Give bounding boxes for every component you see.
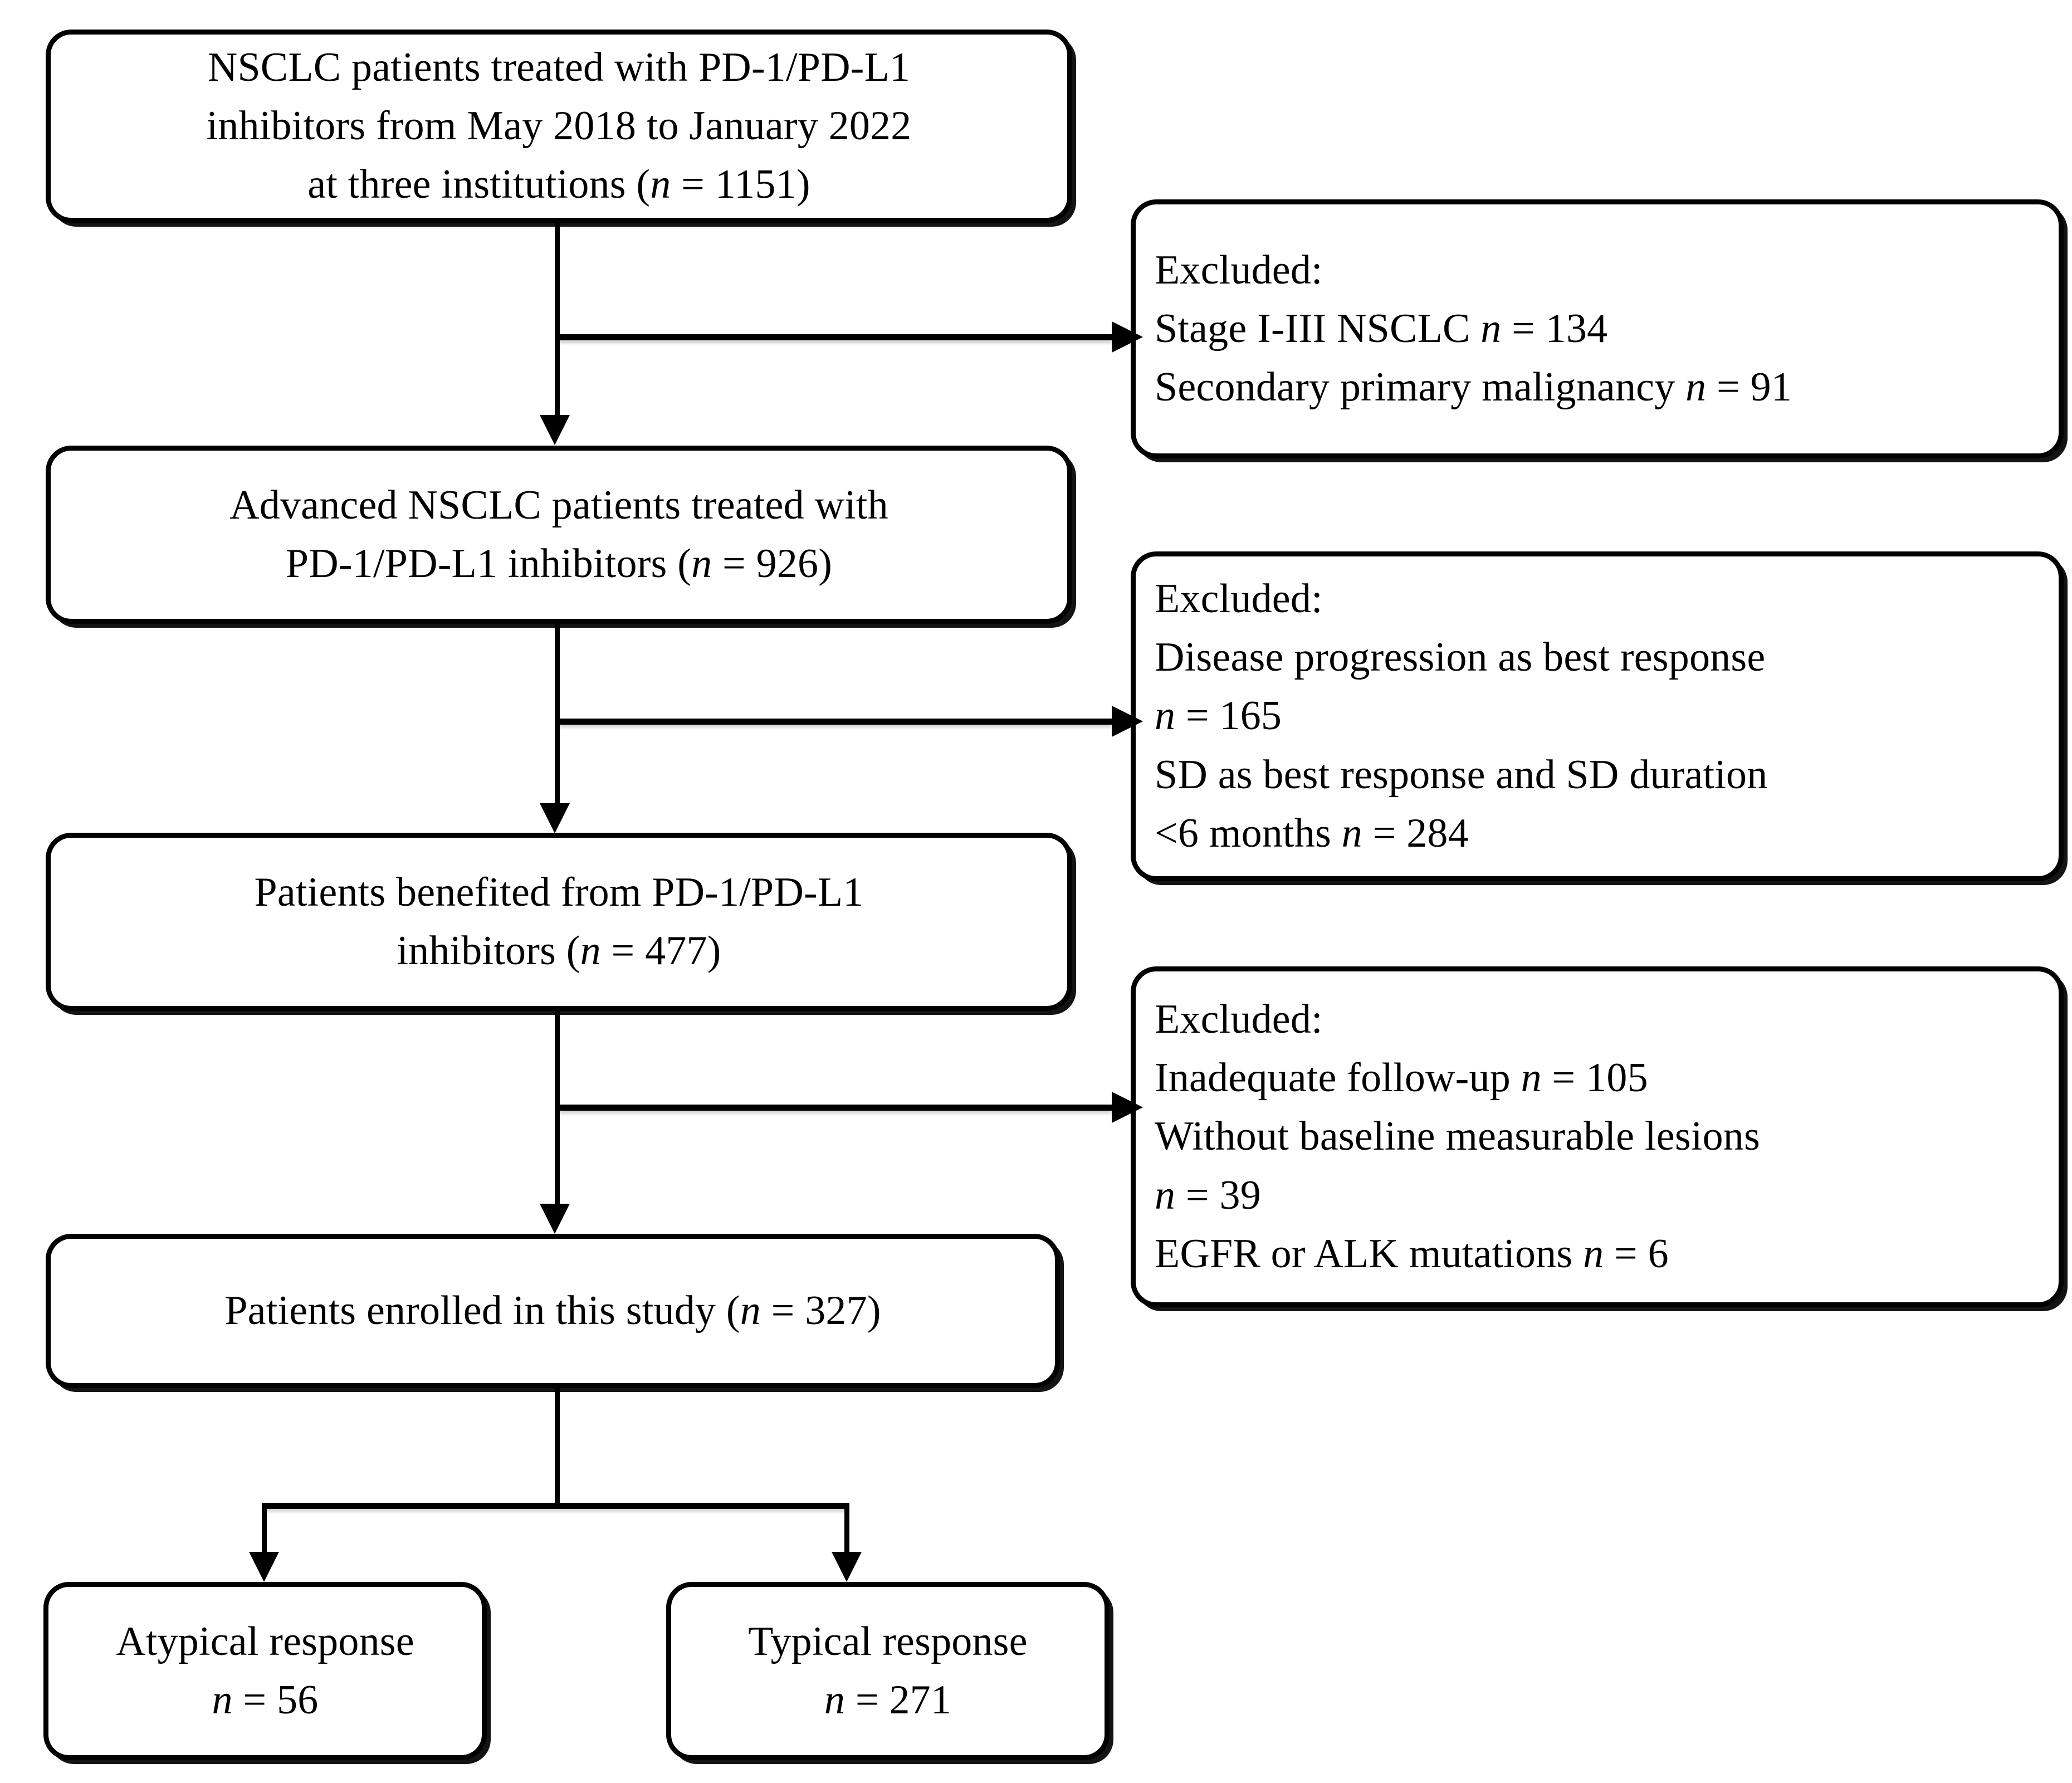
node-advanced-cohort-line-2: PD-1/PD-L1 inhibitors (n = 926) [285,541,833,587]
arrow-right-to-exclusion-2 [1112,706,1143,737]
node-enrolled-cohort: Patients enrolled in this study (n = 327… [46,1234,1060,1388]
arrow-right-to-exclusion-3 [1112,1092,1143,1123]
node-benefited-cohort-line-2: inhibitors (n = 477) [397,928,721,974]
node-typical-response: Typical response n = 271 [666,1582,1110,1760]
exclusion-box-1-line-2: Secondary primary malignancy n = 91 [1155,364,1792,411]
node-atypical-response-line-1: Atypical response [116,1618,414,1664]
node-source-cohort-line-1: NSCLC patients treated with PD-1/PD-L1 [207,44,911,90]
node-benefited-cohort-line-1: Patients benefited from PD-1/PD-L1 [254,869,864,915]
node-advanced-cohort: Advanced NSCLC patients treated with PD-… [46,446,1072,624]
arrow-down-to-advanced-cohort [540,415,570,445]
arrow-down-to-atypical-response [249,1552,279,1582]
node-source-cohort: NSCLC patients treated with PD-1/PD-L1 i… [46,30,1072,223]
exclusion-box-3-line-4: EGFR or ALK mutations n = 6 [1155,1230,1669,1277]
connector-branch-1 [557,334,1114,340]
node-atypical-response: Atypical response n = 56 [43,1582,487,1760]
exclusion-box-1-heading: Excluded: [1155,247,1323,293]
connector-fork-left-leg [262,1503,267,1552]
exclusion-box-2-line-1: Disease progression as best response [1155,634,1766,681]
connector-branch-2 [557,719,1114,725]
exclusion-box-3-line-3: n = 39 [1155,1172,1261,1218]
exclusion-box-3: Excluded: Inadequate follow-up n = 105 W… [1131,966,2064,1307]
exclusion-box-2-line-2: n = 165 [1155,693,1282,739]
connector-fork-bar [262,1503,849,1509]
node-advanced-cohort-line-1: Advanced NSCLC patients treated with [229,482,888,528]
exclusion-box-3-heading: Excluded: [1155,996,1323,1043]
node-typical-response-line-1: Typical response [748,1618,1028,1664]
arrow-right-to-exclusion-1 [1112,321,1143,353]
connector-branch-3 [557,1105,1114,1111]
node-enrolled-cohort-line-1: Patients enrolled in this study (n = 327… [224,1287,881,1333]
node-typical-response-line-2: n = 271 [824,1677,952,1723]
node-atypical-response-line-2: n = 56 [212,1677,319,1723]
connector-spine-4 [555,1388,560,1506]
arrow-down-to-enrolled-cohort [540,1204,570,1234]
exclusion-box-1-line-1: Stage I-III NSCLC n = 134 [1155,305,1608,351]
connector-fork-right-leg [844,1503,849,1552]
exclusion-box-2-heading: Excluded: [1155,576,1323,622]
exclusion-box-1: Excluded: Stage I-III NSCLC n = 134 Seco… [1131,199,2064,458]
arrow-down-to-benefited-cohort [540,803,570,833]
connector-spine-2 [555,624,560,803]
exclusion-box-3-line-1: Inadequate follow-up n = 105 [1155,1055,1648,1101]
arrow-down-to-typical-response [832,1552,862,1582]
exclusion-box-2: Excluded: Disease progression as best re… [1131,551,2064,881]
node-source-cohort-line-3: at three institutions (n = 1151) [307,162,810,208]
node-source-cohort-line-2: inhibitors from May 2018 to January 2022 [206,102,912,149]
exclusion-box-2-line-3: SD as best response and SD duration [1155,751,1768,798]
connector-spine-1 [555,223,560,415]
exclusion-box-3-line-2: Without baseline measurable lesions [1155,1113,1761,1160]
exclusion-box-2-line-4: <6 months n = 284 [1155,810,1469,856]
node-benefited-cohort: Patients benefited from PD-1/PD-L1 inhib… [46,833,1072,1011]
